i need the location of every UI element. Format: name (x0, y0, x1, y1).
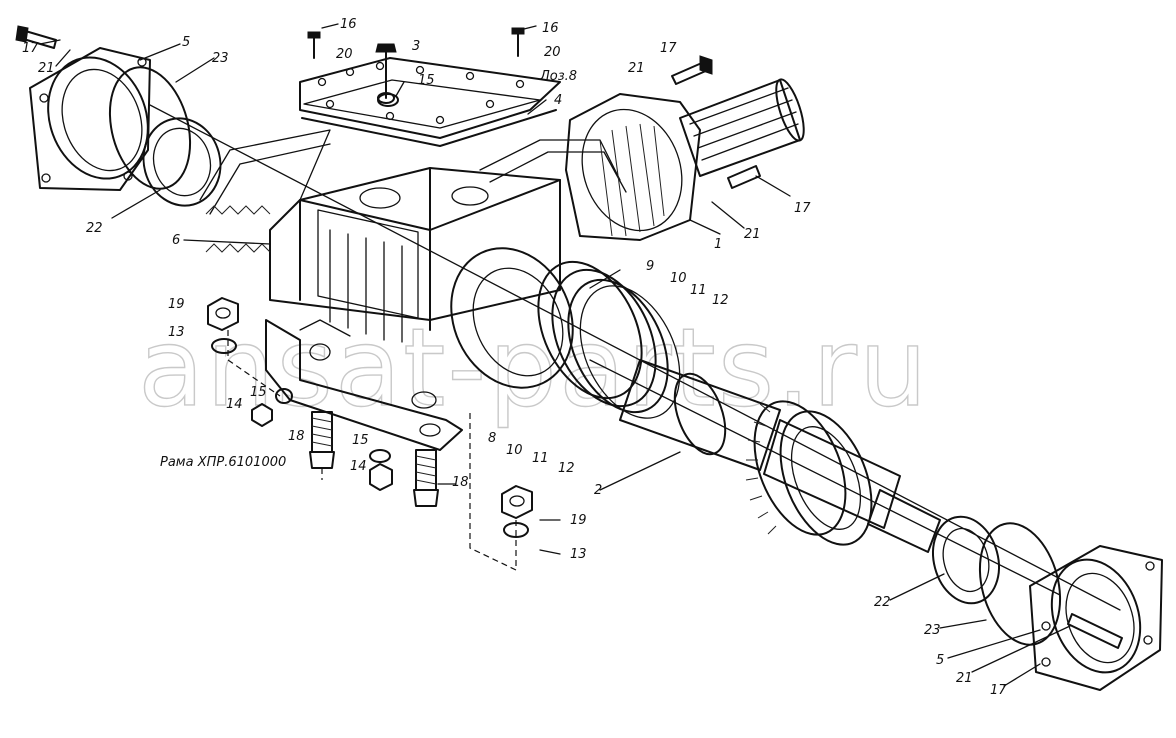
callout-12-right: 12 (712, 293, 729, 308)
top-cover-plate (299, 43, 561, 147)
right-seal-ring (978, 522, 1062, 646)
callout-2: 2 (594, 483, 602, 498)
nut-19-bottom (501, 485, 533, 519)
nut-14-center (369, 463, 393, 491)
callout-13-bottom: 13 (570, 547, 587, 562)
bolt-17-top-right (671, 55, 713, 85)
bevel-gear-housing (565, 93, 701, 241)
callout-8: 8 (488, 431, 496, 446)
callout-10-right: 10 (670, 271, 687, 286)
stud-16-b (511, 27, 525, 57)
watermark-text: ansat-parts.ru (138, 306, 929, 431)
callout-19-bottom: 19 (570, 513, 587, 528)
callout-14-center: 14 (350, 459, 367, 474)
right-flange-cover (1029, 545, 1163, 691)
callout-5-top-left: 5 (182, 35, 190, 50)
callout-22-bottom-right: 22 (874, 595, 891, 610)
bolt-17-right (727, 165, 761, 189)
callout-13-left: 13 (168, 325, 185, 340)
callout-6: 6 (172, 233, 180, 248)
bolt-17-top-left (15, 25, 57, 49)
callout-1: 1 (714, 237, 722, 252)
callout-15-top: 15 (418, 73, 435, 88)
callout-21-top-right: 21 (628, 61, 645, 76)
spur-gear (745, 400, 873, 546)
nut-19-left (207, 297, 239, 331)
washer-13-left (211, 338, 237, 354)
callout-18-left: 18 (288, 429, 305, 444)
callout-9: 9 (646, 259, 654, 274)
callout-10-bottom: 10 (506, 443, 523, 458)
callout-23-bottom-right: 23 (924, 623, 941, 638)
callout-12-bottom: 12 (558, 461, 575, 476)
callout-22-left: 22 (86, 221, 103, 236)
callout-17-bottom-right: 17 (990, 683, 1007, 698)
washer-15-center (369, 449, 391, 463)
left-flange-cover (29, 47, 151, 191)
callout-11-right: 11 (690, 283, 707, 298)
stud-16-a (307, 31, 321, 59)
leader-lines (39, 23, 1071, 687)
input-spline-shaft (679, 78, 805, 177)
callout-labels: 17 21 5 23 22 16 20 3 15 16 20 Лоз.8 4 1… (22, 17, 1007, 698)
callout-3: 3 (412, 39, 420, 54)
washer-15-left (275, 388, 293, 404)
bolt-18-left (309, 411, 335, 469)
right-bearing-ring (932, 515, 1000, 605)
mounting-plate (265, 319, 463, 451)
washer-15-top (377, 93, 399, 107)
callout-23-top-left: 23 (212, 51, 229, 66)
assembly-guide-lines (227, 330, 517, 571)
callout-17-top-left: 17 (22, 41, 39, 56)
callout-16-b: 16 (542, 21, 559, 36)
nut-14-left (251, 403, 273, 427)
callout-14-left: 14 (226, 397, 243, 412)
callout-16-a: 16 (340, 17, 357, 32)
callout-21-top-left: 21 (38, 61, 55, 76)
callout-15-left: 15 (250, 385, 267, 400)
left-bearing-ring (142, 117, 222, 207)
callout-20-b: 20 (544, 45, 561, 60)
callout-21-bottom-right: 21 (956, 671, 973, 686)
main-housing (199, 129, 627, 389)
callout-20-a: 20 (336, 47, 353, 62)
right-gasket-stack (537, 260, 681, 419)
callout-19-left: 19 (168, 297, 185, 312)
frame-reference-note: Рама ХПР.6101000 (160, 455, 286, 470)
callout-5-bottom-right: 5 (936, 653, 944, 668)
callout-17-top-right: 17 (660, 41, 677, 56)
callout-15-center: 15 (352, 433, 369, 448)
cover-reference-note: Лоз.8 (539, 69, 577, 84)
callout-17-right: 17 (794, 201, 811, 216)
callout-18-right: 18 (452, 475, 469, 490)
callout-11-bottom: 11 (532, 451, 549, 466)
callout-4: 4 (554, 93, 562, 108)
callout-21-right: 21 (744, 227, 761, 242)
bolt-18-right (413, 449, 439, 507)
